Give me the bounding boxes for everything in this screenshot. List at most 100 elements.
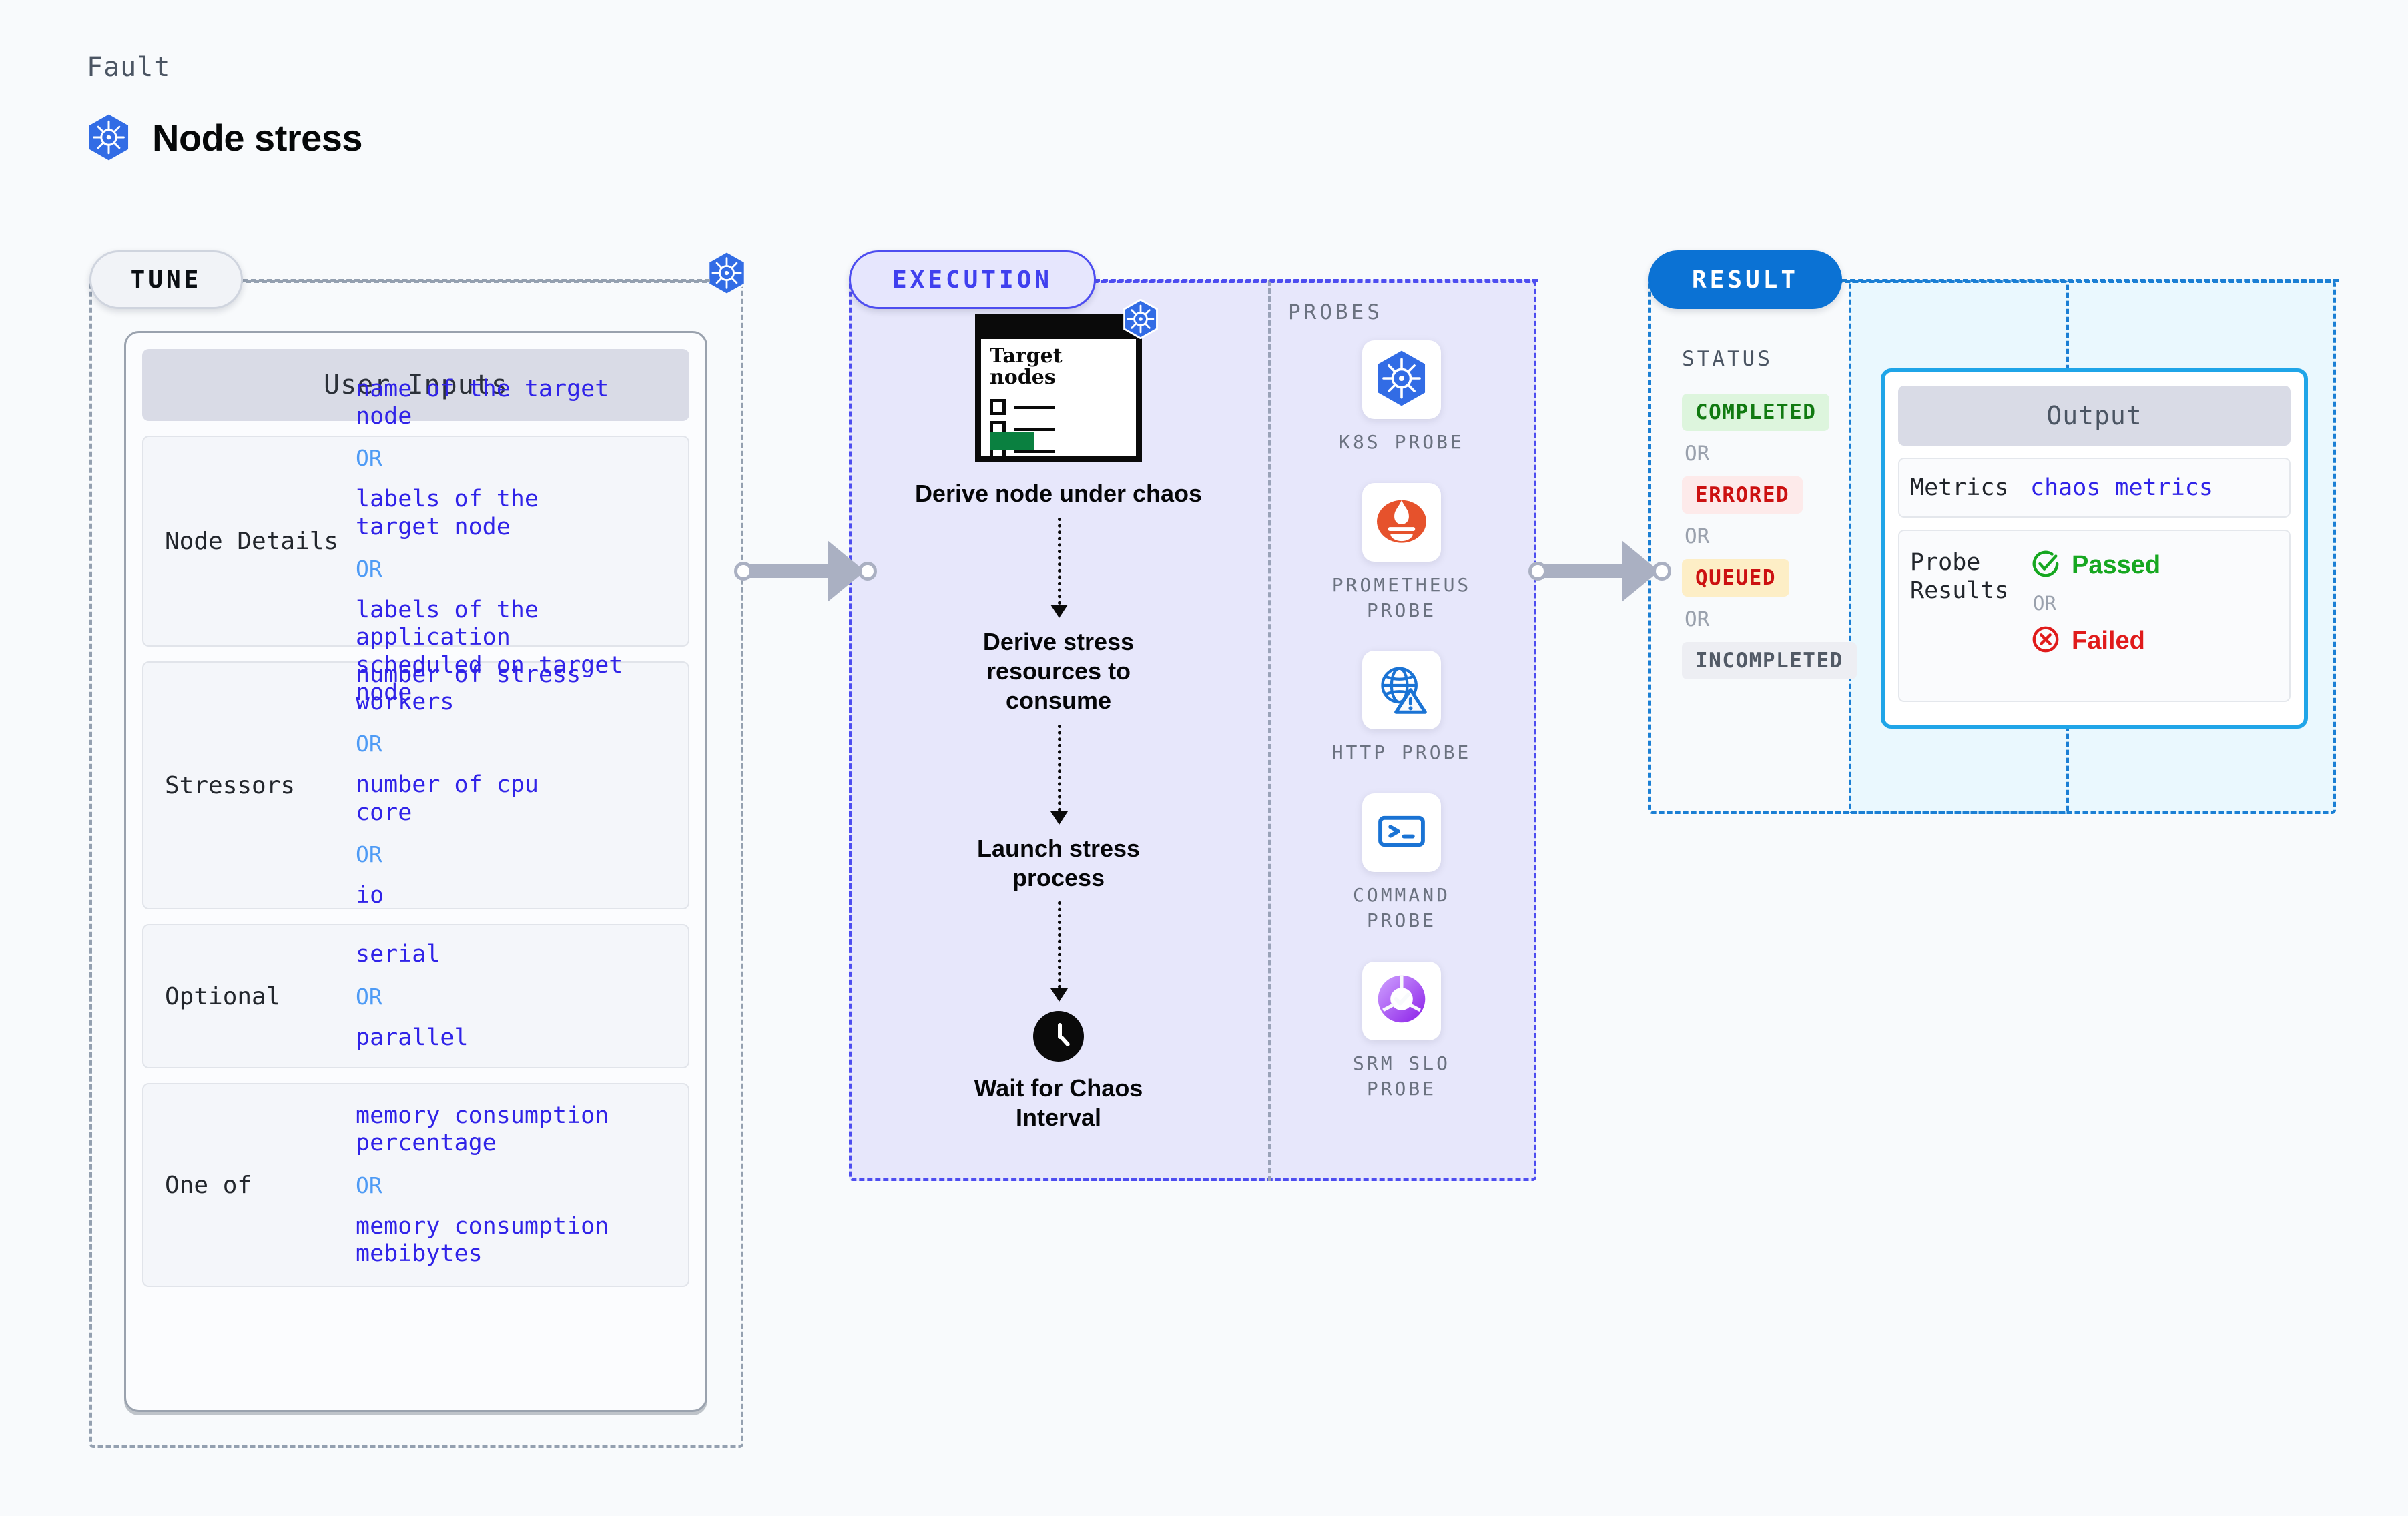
row-value: parallel [356,1024,469,1051]
passed-label: Passed [2072,551,2161,579]
terminal-icon [1374,803,1430,863]
probe-item-http[interactable]: HTTP PROBE [1308,651,1495,765]
checkbox-icon [990,399,1006,415]
probes-list: K8S PROBE PROMETHEUS PROBE [1308,340,1495,1101]
row-value: serial [356,941,440,968]
target-nodes-checklist [990,399,1055,459]
kubernetes-icon [87,113,131,161]
or-separator: OR [356,556,382,582]
execution-flow: Target nodes [849,298,1268,1132]
connector-tune-to-execution [734,540,877,602]
flow-step-label: Wait for Chaos Interval [974,1074,1143,1132]
row-value: name of the target node [356,375,609,430]
row-value: number of stress workers [356,661,581,716]
result-stage-pill[interactable]: RESULT [1648,250,1842,309]
probe-item-prometheus[interactable]: PROMETHEUS PROBE [1308,482,1495,623]
probe-chip [1362,651,1441,730]
status-badge-errored: ERRORED [1682,476,1803,514]
failed-label: Failed [2072,627,2145,655]
target-nodes-label: Target nodes [990,344,1063,389]
target-nodes-card-icon: Target nodes [975,298,1158,462]
tune-stage-container [89,280,743,1448]
placeholder-line [1014,427,1055,431]
metrics-label: Metrics [1910,474,2009,501]
input-row-optional: Optional serial OR parallel [142,924,689,1068]
probe-chip [1362,340,1441,419]
or-separator: OR [1685,607,1710,631]
page-title: Node stress [152,116,363,159]
placeholder-line [1014,449,1055,453]
row-label: Optional [165,982,281,1010]
or-separator: OR [356,445,382,472]
connector-dot [1652,562,1671,581]
execution-stage-pill[interactable]: EXECUTION [849,250,1096,309]
input-row-one-of: One of memory consumption percentage OR … [142,1083,689,1287]
connector-execution-to-result [1528,540,1671,602]
row-label: One of [165,1171,252,1199]
probe-item-srm-slo[interactable]: SRM SLO PROBE [1308,961,1495,1102]
output-card: Output Metrics chaos metrics Probe Resul… [1881,368,2308,729]
or-separator: OR [2033,592,2056,615]
row-label: Node Details [165,527,339,555]
user-inputs-title: User Inputs [142,349,689,421]
probe-chip [1362,482,1441,562]
checklist-item [990,399,1055,415]
placeholder-line [1014,405,1055,409]
fault-label: Fault [87,52,171,83]
flow-arrow [1050,517,1068,618]
flow-step-label: Derive node under chaos [914,480,1203,507]
kubernetes-icon [1375,350,1428,410]
flow-step-label: Launch stress process [976,834,1141,891]
or-separator: OR [356,841,382,867]
probe-label: K8S PROBE [1339,431,1464,453]
input-row-node-details: Node Details name of the target node OR … [142,376,689,706]
flow-arrow [1050,724,1068,825]
row-value: number of cpu core [356,771,539,826]
tune-kubernetes-icon [706,250,747,299]
or-separator: OR [356,731,382,757]
probe-label: HTTP PROBE [1331,741,1472,764]
prometheus-icon [1374,492,1430,552]
user-inputs-card: User Inputs Node Details name of the tar… [124,331,707,1412]
probe-item-command[interactable]: COMMAND PROBE [1308,793,1495,933]
probes-title: PROBES [1288,300,1383,324]
row-value: io [356,881,384,909]
connector-dot [734,562,753,581]
or-separator: OR [1685,442,1710,466]
result-leader-line [1842,279,2339,282]
probe-chip [1362,793,1441,873]
tune-stage-pill[interactable]: TUNE [89,250,243,309]
fault-title-row: Node stress [87,113,363,161]
probe-result-failed: Failed [2030,624,2160,658]
tune-leader-line [243,279,710,282]
probe-result-passed: Passed [2030,548,2160,583]
execution-leader-line [1095,279,1538,282]
x-circle-icon [2030,624,2061,658]
row-label: Stressors [165,771,296,799]
output-row-probe-results: Probe Results Passed OR [1898,530,2291,702]
metrics-value: chaos metrics [2030,474,2213,501]
or-separator: OR [356,1172,382,1198]
submit-button-glyph [990,432,1034,450]
output-title: Output [1898,386,2291,446]
probe-label: PROMETHEUS PROBE [1331,573,1472,621]
probe-item-k8s[interactable]: K8S PROBE [1308,340,1495,455]
or-separator: OR [1685,524,1710,548]
target-nodes-titlebar [975,314,1142,339]
or-separator: OR [356,983,382,1010]
row-value: memory consumption percentage [356,1102,609,1157]
flow-step-label: Derive stress resources to consume [982,627,1135,714]
row-value: labels of the application scheduled on t… [356,597,623,706]
connector-dot [858,562,877,581]
check-circle-icon [2030,548,2061,583]
probe-chip [1362,961,1441,1040]
globe-warning-icon [1374,661,1430,720]
slo-donut-icon [1374,971,1430,1030]
execution-probes-divider [1268,280,1271,1181]
status-badge-incompleted: INCOMPLETED [1682,642,1857,679]
connector-dot [1528,562,1547,581]
kubernetes-icon [1122,298,1159,342]
flow-arrow [1050,901,1068,1002]
clock-icon [1033,1011,1084,1062]
